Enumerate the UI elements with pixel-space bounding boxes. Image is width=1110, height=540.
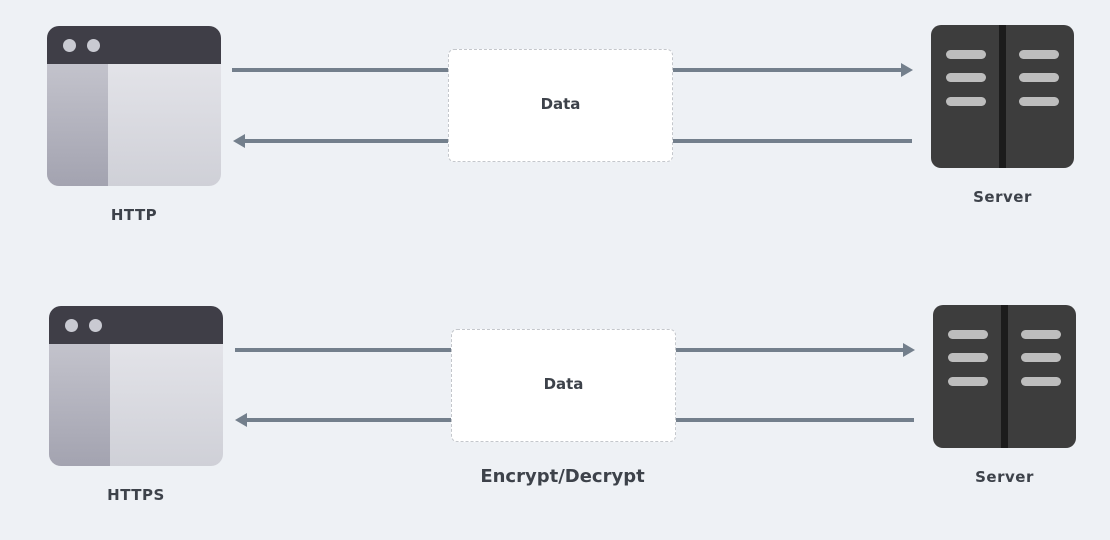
browser-titlebar [49,306,223,344]
server-slot [1019,50,1059,59]
server-slot [948,377,988,386]
browser-titlebar [47,26,221,64]
server-slot [1019,73,1059,82]
server-rack-icon [933,305,1076,448]
browser-sidebar-panel [47,64,108,186]
browser-sidebar-panel [49,344,110,466]
server-slot [948,330,988,339]
server-slot [946,50,986,59]
server-slot [1021,353,1061,362]
server-slot [946,97,986,106]
http-row: HTTP Data Server [0,0,1110,230]
server-slot [1019,97,1059,106]
arrow-head-left-icon [233,134,245,148]
data-box: Data [451,329,676,442]
server-divider [1001,305,1008,448]
client-label: HTTP [110,206,158,224]
browser-window-icon [49,306,223,466]
encrypt-decrypt-caption: Encrypt/Decrypt [480,466,645,487]
window-dot [65,319,78,332]
data-box: Data [448,49,673,162]
server-rack-icon [931,25,1074,168]
arrow-head-left-icon [235,413,247,427]
server-slot [1021,330,1061,339]
data-label: Data [543,375,584,393]
arrow-head-right-icon [901,63,913,77]
arrow-head-right-icon [903,343,915,357]
data-label: Data [540,95,581,113]
server-slot [1021,377,1061,386]
https-row: HTTPS Data Encrypt/Decrypt Server [0,280,1110,510]
server-slot [946,73,986,82]
server-label: Server [973,188,1032,206]
client-label: HTTPS [107,486,165,504]
window-dot [63,39,76,52]
server-slot [948,353,988,362]
server-label: Server [975,468,1034,486]
window-dot [87,39,100,52]
server-divider [999,25,1006,168]
window-dot [89,319,102,332]
browser-window-icon [47,26,221,186]
